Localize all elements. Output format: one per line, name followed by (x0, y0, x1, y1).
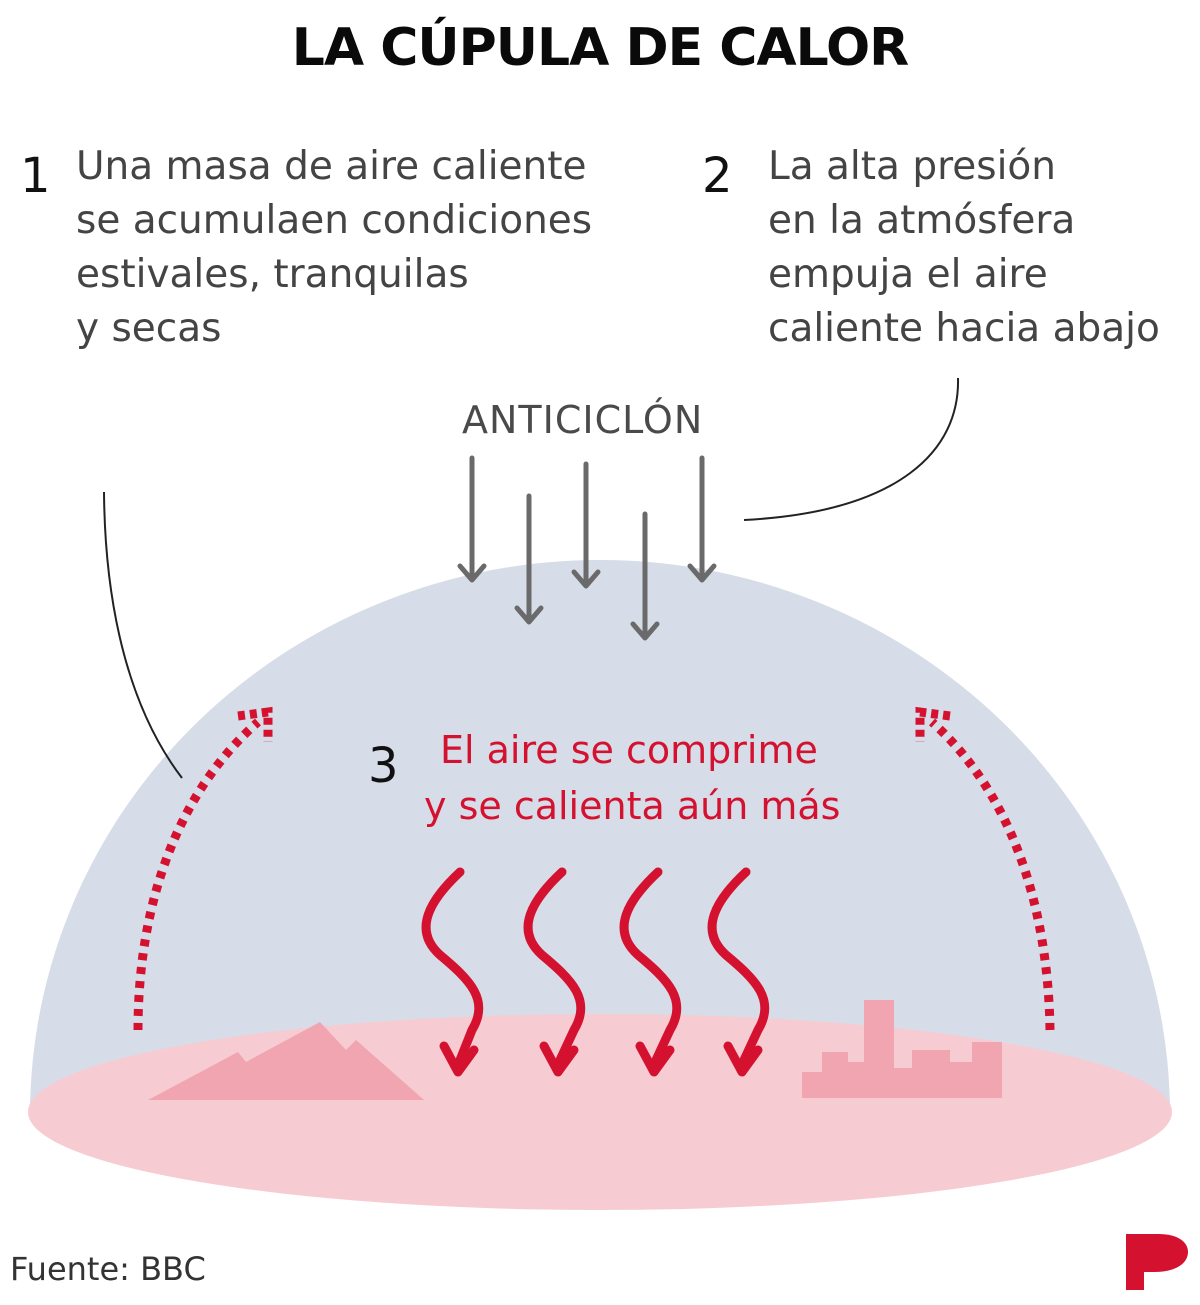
dotted-curved-arrow-icon (928, 718, 1055, 1031)
step-3-line: y se calienta aún más (424, 784, 841, 828)
page-title: LA CÚPULA DE CALOR (291, 18, 909, 78)
heat-dome (30, 560, 1170, 1115)
step-1-line: estivales, tranquilas (76, 252, 469, 297)
step-2-line: empuja el aire (768, 252, 1048, 297)
publisher-logo-icon (1126, 1234, 1188, 1290)
city-skyline-icon (802, 1000, 1002, 1098)
step-3-line: El aire se comprime (440, 728, 818, 772)
step-number-3: 3 (368, 738, 399, 794)
step-1-line: Una masa de aire caliente (76, 144, 587, 189)
step-description-2: La alta presión en la atmósfera empuja e… (768, 140, 1160, 356)
connector-line-step1 (103, 491, 183, 779)
connector-line-step2 (743, 377, 960, 521)
mountain-icon (148, 1022, 424, 1100)
pressure-arrows (457, 455, 717, 641)
dotted-arrow-head-left (237, 706, 273, 742)
wavy-heat-arrow-icon (523, 867, 586, 1077)
dotted-arrow-head-right (915, 706, 951, 742)
step-1-line: y secas (76, 306, 222, 351)
dotted-curved-arrow-icon (133, 718, 261, 1031)
wavy-heat-arrow-icon (619, 867, 682, 1077)
source-credit: Fuente: BBC (10, 1250, 206, 1288)
heat-waves (421, 867, 770, 1077)
step-1-line: se acumulaen condiciones (76, 198, 593, 243)
anticyclone-label: ANTICICLÓN (462, 398, 704, 442)
down-arrow-icon (457, 455, 487, 583)
down-arrow-icon (630, 511, 660, 641)
step-description-1: Una masa de aire caliente se acumulaen c… (76, 140, 592, 356)
wavy-heat-arrow-icon (707, 867, 770, 1077)
down-arrow-icon (687, 455, 717, 583)
wavy-heat-arrow-icon (421, 867, 484, 1077)
step-2-line: La alta presión (768, 144, 1057, 189)
down-arrow-icon (571, 461, 601, 589)
step-number-1: 1 (20, 148, 51, 204)
step-number-2: 2 (702, 148, 733, 204)
step-2-line: caliente hacia abajo (768, 306, 1160, 351)
step-description-3: El aire se comprime y se calienta aún má… (424, 722, 840, 834)
step-2-line: en la atmósfera (768, 198, 1076, 243)
down-arrow-icon (514, 493, 544, 625)
